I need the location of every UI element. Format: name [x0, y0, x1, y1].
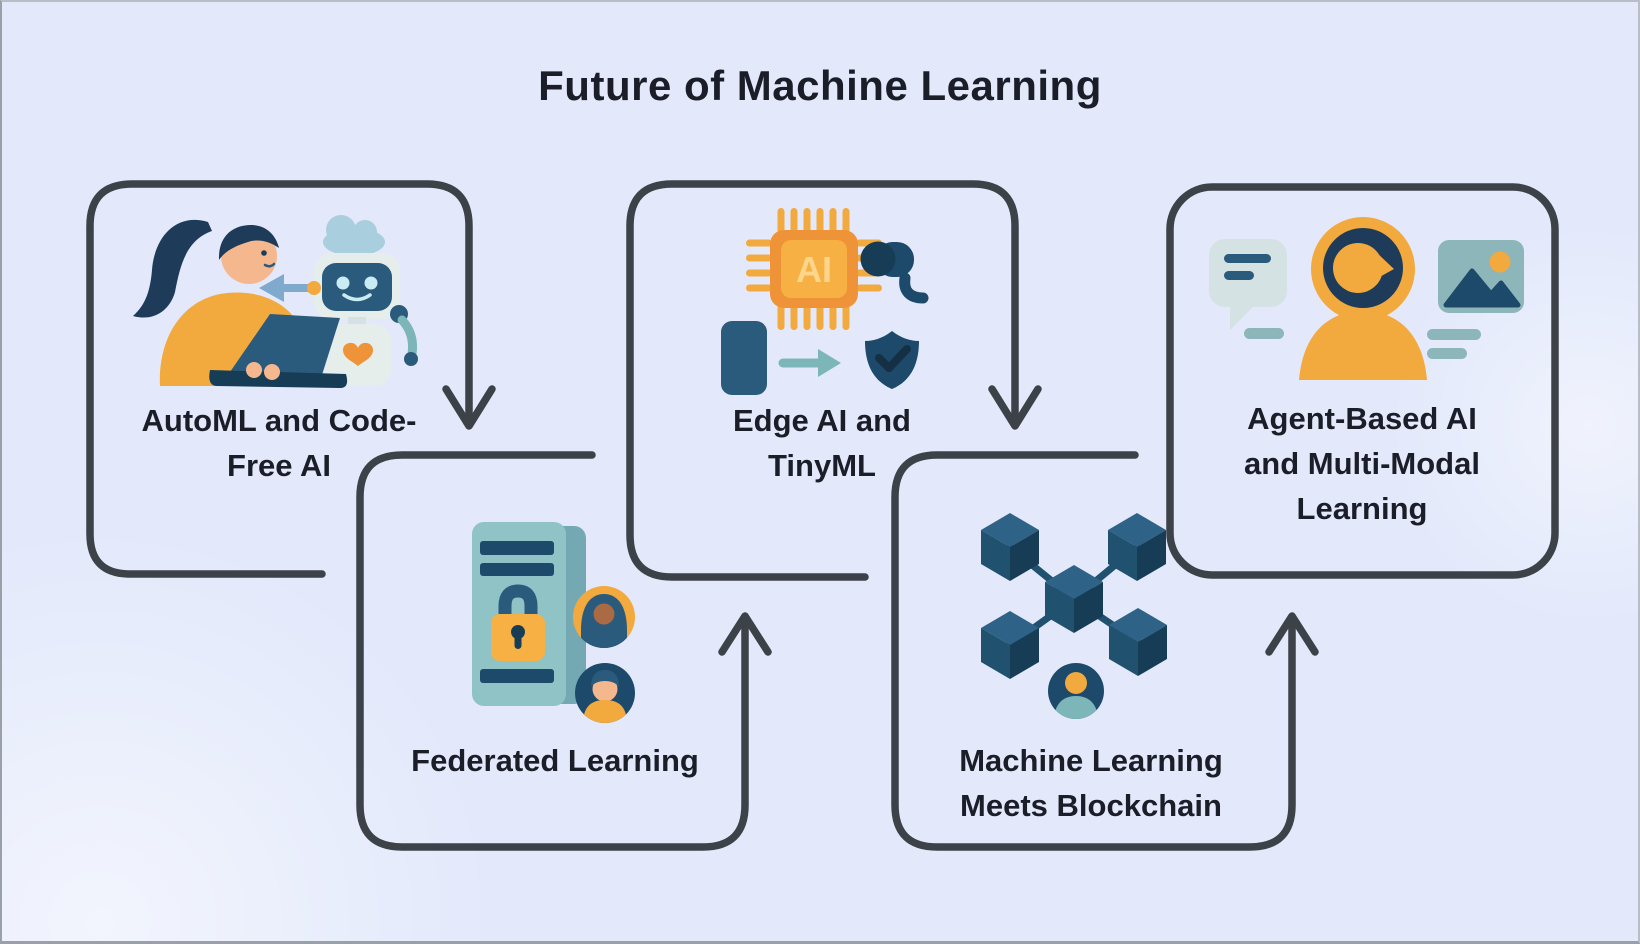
ponytail-hair	[133, 219, 212, 318]
laptop-screen	[230, 314, 340, 378]
robot-icon	[307, 253, 418, 386]
page-title: Future of Machine Learning	[538, 62, 1102, 109]
secure-server-users-icon	[472, 522, 635, 723]
agent-box-outline	[1166, 183, 1559, 579]
shield-check-icon	[865, 331, 919, 389]
automl-box-outline	[86, 180, 473, 578]
chat-bubble-icon	[1209, 239, 1287, 330]
arrow-federated-to-edge	[718, 612, 772, 656]
text-line	[1427, 348, 1467, 359]
ai-chip-devices-icon: AI	[721, 208, 929, 395]
left-arrow-icon	[259, 274, 312, 302]
federated-box-outline	[356, 451, 749, 851]
cube-icon	[1108, 513, 1166, 581]
box-outlines	[86, 180, 1559, 851]
cube-icon	[1045, 565, 1103, 633]
arrow-automl-to-federated	[442, 385, 496, 430]
text-line	[1427, 329, 1481, 340]
text-line	[1244, 328, 1284, 339]
agent-box-label: Agent-Based AI and Multi-Modal Learning	[1244, 401, 1480, 526]
cube-icon	[981, 611, 1039, 679]
ai-chip-icon: AI	[746, 208, 882, 330]
blockchain-box-label: Machine Learning Meets Blockchain	[959, 743, 1223, 823]
edge-box-label: Edge AI and TinyML	[733, 403, 911, 483]
user-avatar-icon	[573, 586, 635, 648]
cube-icon	[981, 513, 1039, 581]
chip-ai-label: AI	[796, 249, 832, 290]
padlock-icon	[491, 584, 545, 661]
blockchain-network-icon	[981, 513, 1167, 719]
user-avatar-icon	[1048, 663, 1104, 719]
multimodal-agent-icon	[1209, 217, 1524, 380]
camera-icon	[860, 241, 929, 304]
phone-icon	[721, 321, 767, 395]
user-avatar-icon	[575, 663, 635, 723]
laptop-base	[209, 370, 348, 388]
edge-box-outline	[626, 180, 1019, 581]
arrow-blockchain-to-agent	[1265, 612, 1319, 656]
arrow-edge-to-blockchain	[988, 385, 1042, 430]
woman-with-robot-illustration	[133, 215, 418, 388]
image-icon	[1438, 240, 1524, 313]
blockchain-box-outline	[891, 451, 1296, 851]
person-icon	[1299, 217, 1427, 380]
woman-at-laptop	[133, 219, 348, 388]
cloud-icon	[323, 215, 385, 256]
right-arrow-icon	[778, 349, 841, 377]
cube-icon	[1109, 608, 1167, 676]
federated-box-label: Federated Learning	[411, 743, 699, 778]
automl-box-label: AutoML and Code- Free AI	[141, 403, 417, 483]
